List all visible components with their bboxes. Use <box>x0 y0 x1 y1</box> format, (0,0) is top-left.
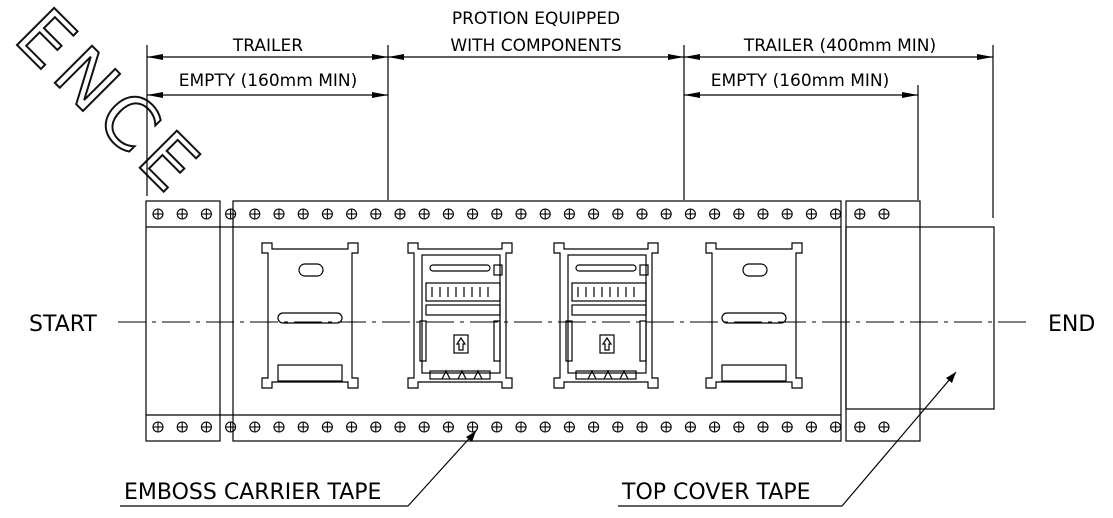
sprocket-hole-icon <box>370 421 382 433</box>
sprocket-hole-icon <box>321 421 333 433</box>
sprocket-hole-icon <box>370 208 382 220</box>
portion-label-line2: WITH COMPONENTS <box>450 36 621 56</box>
sprocket-hole-icon <box>491 421 503 433</box>
sprocket-hole-icon <box>684 208 696 220</box>
sprocket-hole-icon <box>733 208 745 220</box>
leader-lines <box>120 371 957 507</box>
sprocket-hole-icon <box>346 421 358 433</box>
sprocket-hole-icon <box>515 421 527 433</box>
sprocket-hole-icon <box>854 208 866 220</box>
sprocket-hole-icon <box>805 421 817 433</box>
portion-label-line1: PROTION EQUIPPED <box>452 9 620 29</box>
sprocket-holes-top <box>152 208 890 220</box>
sprocket-hole-icon <box>491 208 503 220</box>
sprocket-hole-icon <box>830 421 842 433</box>
sprocket-hole-icon <box>757 208 769 220</box>
sprocket-hole-icon <box>878 208 890 220</box>
sprocket-hole-icon <box>660 421 672 433</box>
sprocket-hole-icon <box>539 208 551 220</box>
sprocket-hole-icon <box>346 208 358 220</box>
sprocket-hole-icon <box>442 421 454 433</box>
empty-left-label: EMPTY (160mm MIN) <box>179 71 357 91</box>
sprocket-hole-icon <box>467 208 479 220</box>
sprocket-hole-icon <box>733 421 745 433</box>
trailer-right-label: TRAILER (400mm MIN) <box>743 36 936 56</box>
top-cover-tape-label: TOP COVER TAPE <box>621 480 810 505</box>
sprocket-hole-icon <box>200 208 212 220</box>
sprocket-hole-icon <box>225 208 237 220</box>
sprocket-hole-icon <box>830 208 842 220</box>
sprocket-hole-icon <box>805 208 817 220</box>
sprocket-hole-icon <box>394 421 406 433</box>
sprocket-hole-icon <box>539 421 551 433</box>
empty-pocket-2 <box>705 242 803 389</box>
watermark-text: ENCE <box>0 0 220 213</box>
sprocket-hole-icon <box>152 208 164 220</box>
sprocket-hole-icon <box>273 208 285 220</box>
sprocket-hole-icon <box>781 208 793 220</box>
sprocket-hole-icon <box>273 421 285 433</box>
empty-pocket-1 <box>261 242 359 389</box>
cover-tape-left <box>145 200 221 442</box>
dimension-arrowheads <box>147 54 993 98</box>
equipped-pocket-1 <box>407 242 513 389</box>
dimension-extension-lines <box>146 45 994 218</box>
sprocket-hole-icon <box>225 421 237 433</box>
sprocket-hole-icon <box>636 421 648 433</box>
sprocket-hole-icon <box>709 208 721 220</box>
sprocket-hole-icon <box>249 208 261 220</box>
sprocket-hole-icon <box>781 421 793 433</box>
sprocket-hole-icon <box>878 421 890 433</box>
sprocket-hole-icon <box>684 421 696 433</box>
sprocket-hole-icon <box>152 421 164 433</box>
sprocket-hole-icon <box>297 208 309 220</box>
sprocket-hole-icon <box>588 421 600 433</box>
start-label: START <box>29 312 97 337</box>
sprocket-holes-bottom <box>152 421 890 433</box>
cover-tape-right <box>845 200 921 442</box>
sprocket-hole-icon <box>418 421 430 433</box>
sprocket-hole-icon <box>636 208 648 220</box>
sprocket-hole-icon <box>176 421 188 433</box>
sprocket-hole-icon <box>176 208 188 220</box>
sprocket-hole-icon <box>854 421 866 433</box>
sprocket-hole-icon <box>515 208 527 220</box>
sprocket-hole-icon <box>757 421 769 433</box>
trailer-left-label: TRAILER <box>232 36 303 56</box>
empty-right-label: EMPTY (160mm MIN) <box>711 71 889 91</box>
emboss-carrier-tape-label: EMBOSS CARRIER TAPE <box>124 480 381 505</box>
dimension-lines <box>147 56 993 96</box>
sprocket-hole-icon <box>588 208 600 220</box>
sprocket-hole-icon <box>321 208 333 220</box>
leader-arrowheads <box>466 372 956 442</box>
sprocket-hole-icon <box>418 208 430 220</box>
sprocket-hole-icon <box>709 421 721 433</box>
tape-outlines <box>145 200 995 442</box>
sprocket-hole-icon <box>442 208 454 220</box>
sprocket-hole-icon <box>394 208 406 220</box>
sprocket-hole-icon <box>297 421 309 433</box>
sprocket-hole-icon <box>467 421 479 433</box>
sprocket-hole-icon <box>563 208 575 220</box>
sprocket-hole-icon <box>563 421 575 433</box>
sprocket-hole-icon <box>660 208 672 220</box>
top-cover-tape-band <box>845 226 995 410</box>
emboss-carrier-tape-body <box>232 200 842 442</box>
end-label: END <box>1048 312 1095 337</box>
sprocket-hole-icon <box>249 421 261 433</box>
sprocket-hole-icon <box>200 421 212 433</box>
sprocket-hole-icon <box>612 421 624 433</box>
equipped-pocket-2 <box>553 242 659 389</box>
sprocket-hole-icon <box>612 208 624 220</box>
